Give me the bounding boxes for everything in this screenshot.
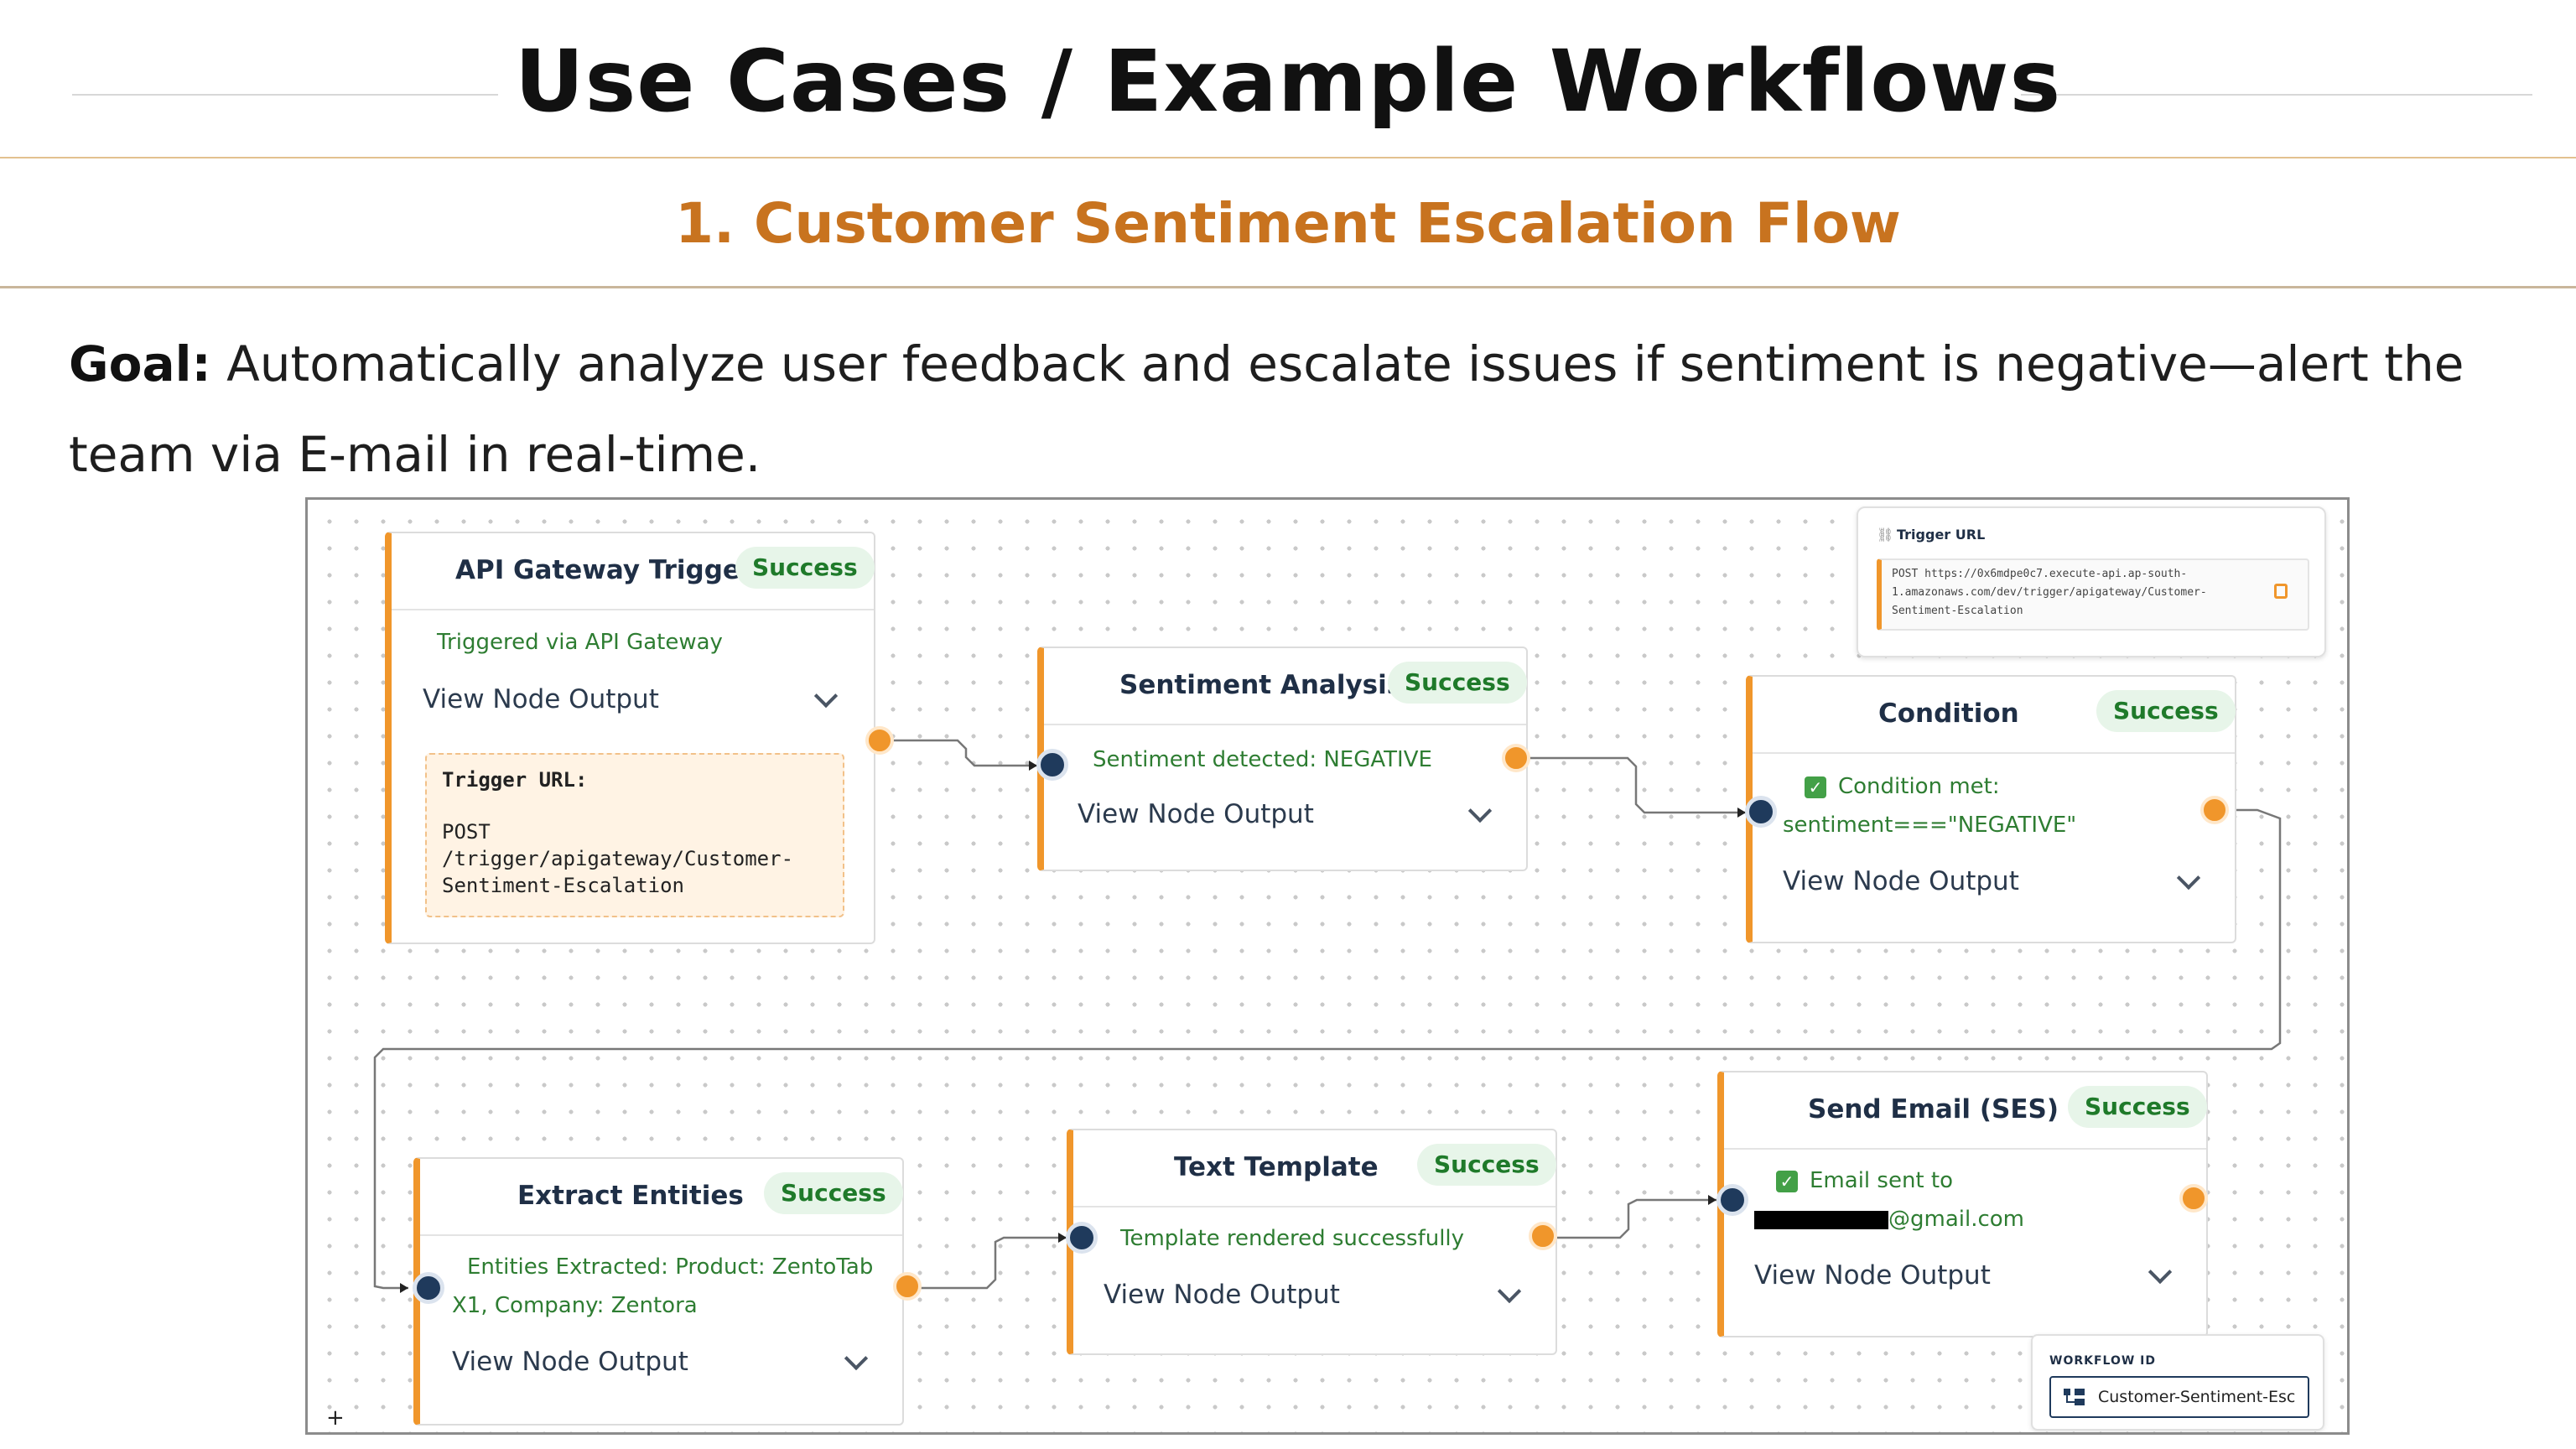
view-node-output[interactable]: View Node Output	[423, 684, 659, 714]
trigger-url-panel: ⛓ Trigger URL POST https://0x6mdpe0c7.ex…	[1857, 506, 2326, 657]
success-badge: Success	[2068, 1086, 2207, 1128]
goal-paragraph: Goal: Automatically analyze user feedbac…	[69, 319, 2501, 500]
node-title: API Gateway Trigger	[455, 555, 754, 585]
node-status-line2: sentiment==="NEGATIVE"	[1783, 813, 2077, 838]
view-node-output[interactable]: View Node Output	[1078, 799, 1314, 829]
node-status-line2: X1, Company: Zentora	[452, 1293, 698, 1318]
wire-template-to-email	[1543, 1198, 1716, 1239]
node-api-gateway-trigger[interactable]: API Gateway Trigger Success Triggered vi…	[385, 532, 875, 944]
node-extract-entities[interactable]: Extract Entities Success Entities Extrac…	[413, 1157, 904, 1426]
output-port[interactable]	[893, 1272, 922, 1301]
chevron-down-icon[interactable]	[813, 683, 839, 709]
node-title: Condition	[1878, 699, 2019, 729]
node-header: Send Email (SES) Success	[1724, 1072, 2207, 1150]
wire-condition-to-extract	[373, 808, 2282, 1290]
workflow-id-value: Customer-Sentiment-Esc	[2098, 1388, 2296, 1406]
node-condition[interactable]: Condition Success ✓Condition met: sentim…	[1746, 675, 2236, 943]
chevron-down-icon[interactable]	[2148, 1259, 2173, 1285]
title-rule-left	[72, 94, 498, 96]
input-port[interactable]	[1066, 1222, 1098, 1254]
workflow-canvas[interactable]: API Gateway Trigger Success Triggered vi…	[305, 497, 2350, 1435]
workflow-id-label: WORKFLOW ID	[2049, 1354, 2157, 1368]
trigger-url-path: /trigger/apigateway/Customer-Sentiment-E…	[442, 847, 794, 897]
output-port[interactable]	[865, 726, 894, 755]
add-node-plus-icon[interactable]: +	[326, 1405, 345, 1431]
chevron-down-icon[interactable]	[1497, 1279, 1522, 1304]
connection-wires	[373, 739, 2282, 1293]
node-text-template[interactable]: Text Template Success Template rendered …	[1067, 1129, 1557, 1355]
view-node-output[interactable]: View Node Output	[1783, 866, 2019, 896]
title-rule-right	[2021, 94, 2532, 96]
section-title: 1. Customer Sentiment Escalation Flow	[675, 191, 1901, 256]
slide-title: Use Cases / Example Workflows	[514, 32, 2062, 132]
chevron-down-icon[interactable]	[1467, 798, 1493, 823]
success-badge: Success	[1417, 1144, 1556, 1186]
wire-trigger-to-sentiment	[880, 739, 1037, 767]
link-icon: ⛓	[1877, 527, 1894, 543]
node-send-email[interactable]: Send Email (SES) Success ✓Email sent to …	[1717, 1071, 2208, 1337]
trigger-url-method: POST	[442, 820, 491, 844]
node-status: Sentiment detected: NEGATIVE	[1093, 747, 1432, 772]
trigger-url-value[interactable]: POST https://0x6mdpe0c7.execute-api.ap-s…	[1877, 558, 2309, 631]
output-port[interactable]	[2200, 796, 2229, 824]
node-title: Send Email (SES)	[1808, 1094, 2059, 1124]
node-sentiment-analysis[interactable]: Sentiment Analysis Success Sentiment det…	[1037, 647, 1528, 871]
node-title: Text Template	[1174, 1152, 1379, 1182]
view-node-output[interactable]: View Node Output	[1754, 1260, 1991, 1291]
goal-label: Goal:	[69, 335, 211, 392]
wire-sentiment-to-condition	[1516, 756, 1746, 814]
node-status-line1: ✓Email sent to	[1776, 1161, 1953, 1200]
workflow-icon	[2064, 1389, 2085, 1405]
node-header: Condition Success	[1753, 677, 2236, 754]
success-badge: Success	[2096, 690, 2236, 732]
node-header: Text Template Success	[1073, 1130, 1556, 1208]
output-port[interactable]	[2179, 1184, 2208, 1213]
checkbox-icon: ✓	[1805, 776, 1826, 798]
redacted-email	[1754, 1210, 1888, 1229]
input-port[interactable]	[413, 1272, 444, 1304]
trigger-url-label: Trigger URL	[1897, 527, 1986, 543]
node-header: Extract Entities Success	[420, 1159, 903, 1236]
node-status-line1: Entities Extracted: Product: ZentoTab	[467, 1254, 874, 1280]
workflow-id-panel: WORKFLOW ID Customer-Sentiment-Esc	[2031, 1334, 2324, 1431]
node-status: Triggered via API Gateway	[437, 630, 723, 655]
node-title: Sentiment Analysis	[1119, 670, 1403, 700]
wire-extract-to-template	[907, 1236, 1067, 1290]
section-band	[0, 157, 2576, 288]
chevron-down-icon[interactable]	[2176, 865, 2201, 891]
node-status-line1: ✓Condition met:	[1805, 767, 2000, 806]
output-port[interactable]	[1529, 1222, 1557, 1250]
view-node-output[interactable]: View Node Output	[1104, 1280, 1340, 1310]
goal-text: Automatically analyze user feedback and …	[69, 335, 2464, 483]
node-header: Sentiment Analysis Success	[1044, 648, 1527, 725]
success-badge: Success	[764, 1172, 903, 1214]
success-badge: Success	[1388, 662, 1527, 704]
node-status-line2: @gmail.com	[1754, 1200, 2024, 1239]
copy-icon[interactable]	[2274, 584, 2288, 599]
node-status: Template rendered successfully	[1120, 1226, 1465, 1251]
input-port[interactable]	[1036, 749, 1068, 781]
chevron-down-icon[interactable]	[844, 1346, 869, 1371]
view-node-output[interactable]: View Node Output	[452, 1347, 688, 1377]
workflow-id-box[interactable]: Customer-Sentiment-Esc	[2049, 1376, 2309, 1418]
input-port[interactable]	[1745, 796, 1777, 828]
checkbox-icon: ✓	[1776, 1170, 1798, 1192]
node-header: API Gateway Trigger Success	[392, 533, 875, 610]
output-port[interactable]	[1502, 744, 1530, 772]
trigger-url-label: Trigger URL:	[442, 768, 588, 792]
trigger-url-box: Trigger URL: POST /trigger/apigateway/Cu…	[425, 753, 844, 917]
input-port[interactable]	[1716, 1184, 1748, 1216]
node-title: Extract Entities	[517, 1181, 744, 1211]
success-badge: Success	[735, 547, 875, 589]
